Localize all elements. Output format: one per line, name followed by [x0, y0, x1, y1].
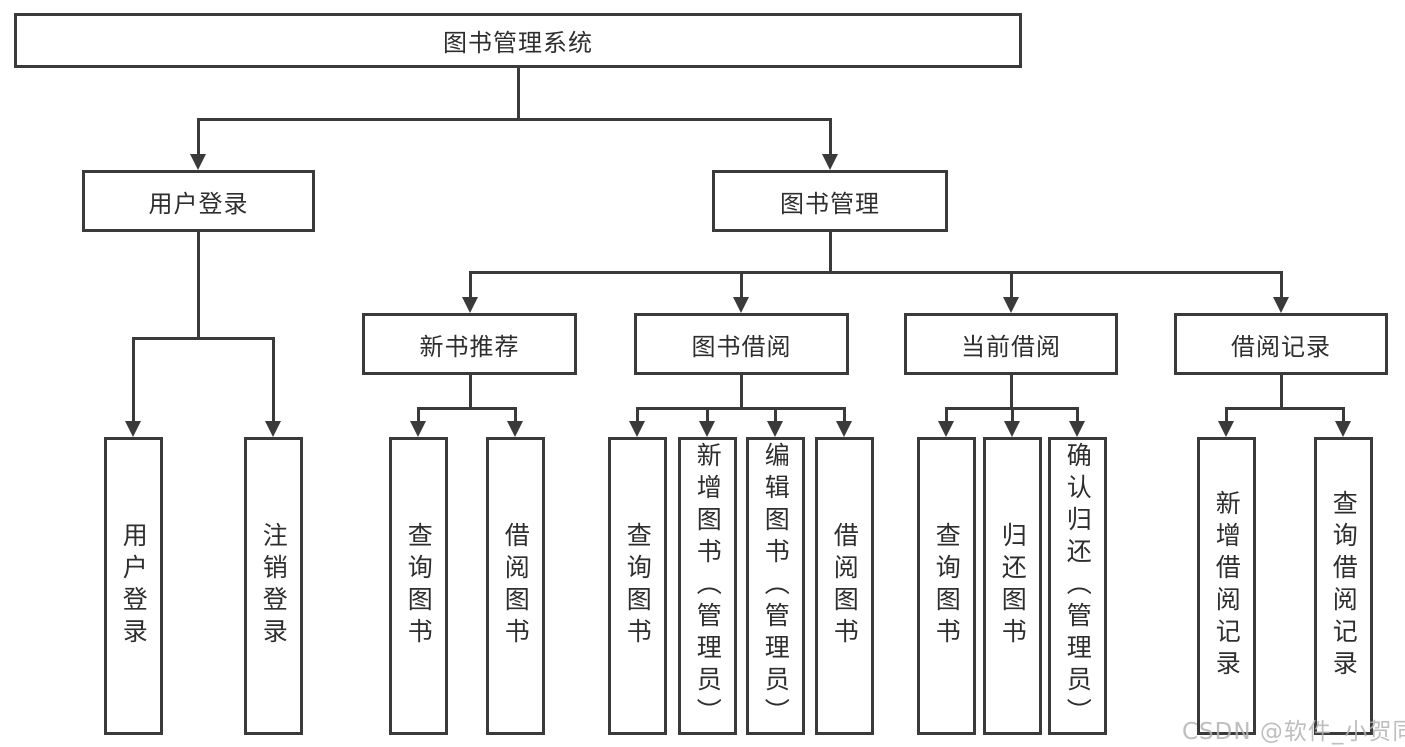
connector-line: [197, 232, 200, 337]
leaf-label: 新增图书（管理员）: [693, 442, 723, 730]
arrow-down-icon: [1003, 271, 1019, 313]
leaf-confirm-return-admin: 确认归还（管理员）: [1048, 437, 1107, 735]
arrow-down-icon: [1273, 271, 1289, 313]
arrow-down-icon: [410, 407, 426, 437]
node-current-borrowing: 当前借阅: [904, 313, 1118, 375]
arrow-down-icon: [265, 337, 281, 437]
leaf-query-borrow-record: 查询借阅记录: [1314, 437, 1373, 735]
arrow-down-icon: [629, 407, 645, 437]
connector-line: [1280, 375, 1283, 407]
leaf-label: 借阅图书: [501, 522, 531, 650]
connector-line: [132, 337, 274, 340]
connector-line: [1225, 407, 1344, 410]
arrow-down-icon: [125, 337, 141, 437]
leaf-edit-books-admin: 编辑图书（管理员）: [746, 437, 805, 735]
leaf-label: 编辑图书（管理员）: [761, 442, 791, 730]
node-borrowing-records: 借阅记录: [1174, 313, 1388, 375]
leaf-label: 查询借阅记录: [1329, 490, 1359, 682]
leaf-label: 查询图书: [932, 522, 962, 650]
arrow-down-icon: [733, 271, 749, 313]
leaf-add-books-admin: 新增图书（管理员）: [678, 437, 737, 735]
arrow-down-icon: [1218, 407, 1234, 437]
arrow-down-icon: [822, 118, 838, 170]
arrow-down-icon: [836, 407, 852, 437]
leaf-user-login: 用户登录: [104, 437, 163, 735]
arrow-down-icon: [507, 407, 523, 437]
connector-line: [469, 375, 472, 407]
leaf-label: 用户登录: [119, 522, 149, 650]
node-book-borrowing: 图书借阅: [634, 313, 849, 375]
node-label: 新书推荐: [419, 332, 520, 361]
connector-line: [517, 68, 520, 118]
watermark: CSDN @软件_小贺同学: [1182, 719, 1405, 745]
arrow-down-icon: [1069, 407, 1085, 437]
connector-line: [197, 118, 832, 121]
leaf-label: 新增借阅记录: [1212, 490, 1242, 682]
leaf-borrow-books-borrowing: 借阅图书: [815, 437, 874, 735]
leaf-borrow-books-recommend: 借阅图书: [486, 437, 545, 735]
connector-line: [417, 407, 517, 410]
leaf-label: 借阅图书: [830, 522, 860, 650]
connector-line: [469, 271, 1282, 274]
leaf-query-books-recommend: 查询图书: [389, 437, 448, 735]
arrow-down-icon: [1004, 407, 1020, 437]
node-label: 图书管理系统: [443, 29, 593, 57]
connector-line: [1010, 375, 1013, 407]
leaf-label: 注销登录: [259, 522, 289, 650]
node-new-book-recommendation: 新书推荐: [362, 313, 577, 375]
connector-line: [829, 232, 832, 271]
leaf-label: 查询图书: [623, 522, 653, 650]
node-label: 图书借阅: [691, 332, 792, 361]
connector-line: [740, 375, 743, 407]
connector-line: [636, 407, 846, 410]
node-library-management-system: 图书管理系统: [14, 13, 1022, 68]
arrow-down-icon: [767, 407, 783, 437]
node-label: 当前借阅: [961, 332, 1061, 361]
arrow-down-icon: [938, 407, 954, 437]
arrow-down-icon: [699, 407, 715, 437]
arrow-down-icon: [462, 271, 478, 313]
leaf-logout: 注销登录: [244, 437, 303, 735]
node-book-management: 图书管理: [712, 170, 948, 232]
node-label: 借阅记录: [1231, 332, 1331, 361]
leaf-add-borrow-record: 新增借阅记录: [1197, 437, 1256, 735]
arrow-down-icon: [1335, 407, 1351, 437]
leaf-query-books-borrowing: 查询图书: [608, 437, 667, 735]
arrow-down-icon: [190, 118, 206, 170]
leaf-label: 查询图书: [404, 522, 434, 650]
node-label: 用户登录: [148, 189, 249, 218]
node-user-login: 用户登录: [82, 170, 315, 232]
node-label: 图书管理: [780, 189, 880, 218]
leaf-query-books-current: 查询图书: [917, 437, 976, 735]
leaf-label: 归还图书: [998, 522, 1028, 650]
leaf-return-books: 归还图书: [983, 437, 1042, 735]
leaf-label: 确认归还（管理员）: [1063, 442, 1093, 730]
